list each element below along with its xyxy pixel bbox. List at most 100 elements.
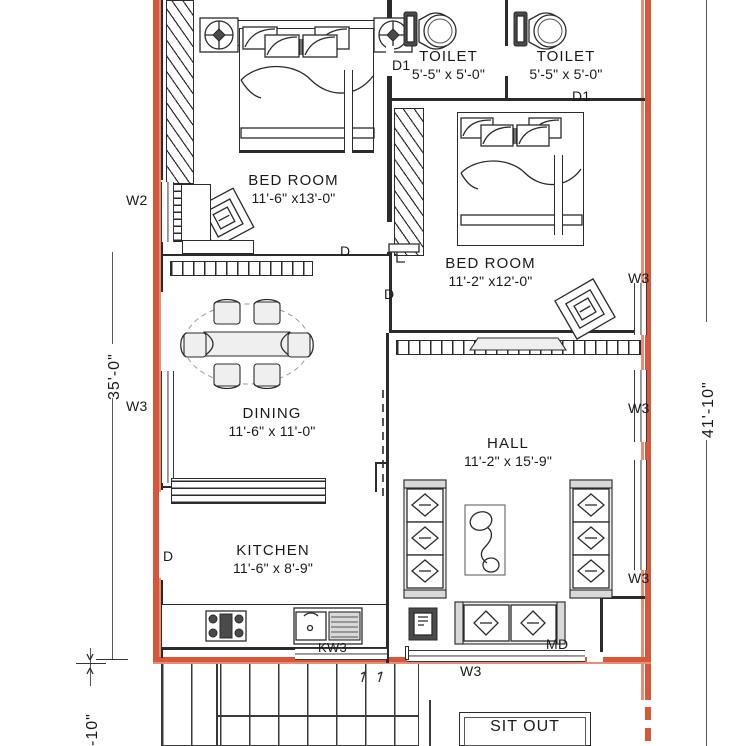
tag-w3-lower-right: W3: [628, 570, 650, 586]
tag-w2-left: W2: [126, 192, 148, 208]
label-toilet2-dimension: 5'-5" x 5'-0": [529, 65, 603, 82]
wall-central-jog: [375, 462, 389, 464]
kitchen-counter-edge: [161, 648, 295, 650]
bed1-side-stripe: [344, 70, 353, 153]
window-w3-bed2-right: [634, 283, 647, 335]
label-toilet2: TOILET 5'-5" x 5'-0": [512, 48, 620, 82]
wall-interior-left: [161, 0, 163, 180]
stairs-direction-arrows: [360, 671, 383, 683]
toilet2-door-opening: [503, 46, 511, 76]
label-hall-name: HALL: [487, 435, 529, 452]
dim-left-line: [112, 252, 113, 344]
tag-kw3-kitchen: KW3: [318, 640, 348, 655]
tag-w3-bottom: W3: [460, 663, 482, 679]
label-bedroom2: BED ROOM 11'-2" x12'-0": [398, 255, 583, 289]
kitchen-sink: [293, 607, 363, 645]
wall-toilet2-bottom: [508, 98, 645, 101]
wall-bottom-md-jogv: [600, 596, 603, 658]
tag-d-bed1: D: [340, 243, 351, 259]
dim-bottomleft-line: [90, 648, 91, 686]
hall-tv-unit: [408, 607, 438, 641]
label-hall: HALL 11'-2" x 15'-9": [419, 435, 597, 469]
outer-wall-left: [153, 0, 159, 662]
tag-d1-toilet1: D1: [392, 57, 411, 73]
door-d-kitchen-opening: [159, 492, 166, 578]
tag-d-bed2: D: [384, 286, 395, 302]
bed2-side-stripe: [554, 155, 563, 235]
label-hall-dimension: 11'-2" x 15'-9": [463, 452, 553, 469]
label-dining-dimension: 11'-6" x 11'-0": [228, 422, 316, 439]
wall-bed2-left-lower: [389, 260, 392, 332]
outer-wall-right-dashed: [645, 665, 651, 746]
label-bedroom1: BED ROOM 11'-6" x13'-0": [196, 172, 391, 206]
label-toilet1-dimension: 5'-5" x 5'-0": [411, 65, 486, 82]
outer-wall-bottom: [153, 657, 651, 662]
tag-w3-bed2-right: W3: [628, 270, 650, 286]
window-w3-dining-left: [161, 371, 174, 483]
dim-left-label: 35'-0": [106, 353, 123, 400]
tag-md-main-door: MD: [546, 636, 569, 652]
dim-right-label: 41'-10": [700, 381, 717, 438]
stairs-block: [161, 664, 419, 746]
hatched-partition-bed2: [394, 108, 424, 256]
bed2-blanket: [460, 160, 583, 226]
label-bedroom1-dimension: 11'-6" x13'-0": [251, 189, 336, 206]
label-bedroom2-name: BED ROOM: [445, 255, 536, 272]
bed1-left-shelf: [182, 240, 254, 254]
window-w2-left: [161, 182, 174, 242]
hall-top-console: [468, 337, 568, 351]
dining-table-set: [180, 298, 314, 390]
outer-wall-right: [645, 0, 651, 700]
bed2-corner-chair: [554, 278, 616, 340]
wall-interior-left-b: [161, 232, 163, 292]
wall-bed1-bottom: [161, 254, 389, 256]
wall-central-jog2: [375, 462, 377, 492]
hall-bottom-sill: [405, 646, 409, 660]
label-dining-name: DINING: [242, 405, 302, 422]
label-sitout: SIT OUT: [464, 718, 586, 736]
hall-sofa-left: [403, 479, 447, 599]
bed1-nightstand-left: [199, 17, 239, 53]
tag-d1-toilet2: D1: [572, 88, 591, 104]
wall-central-vertical: [386, 333, 389, 663]
dim-bottomleft-arrows: [86, 653, 94, 675]
dining-top-slat-screen: [170, 261, 313, 276]
dim-right-line-b: [706, 440, 707, 746]
dim-bottomleft-label: -10": [84, 713, 101, 746]
tag-w3-hall-right: W3: [628, 400, 650, 416]
stairs-landing-line: [216, 715, 419, 717]
label-bedroom2-dimension: 11'-2" x12'-0": [448, 272, 533, 289]
door-d-bed1-opening: [387, 222, 393, 252]
sitout-area-inner: [464, 717, 586, 746]
label-toilet1-name: TOILET: [419, 48, 478, 65]
label-dining: DINING 11'-6" x 11'-0": [182, 405, 362, 439]
window-kw3-kitchen: [295, 648, 387, 660]
wall-bed2-bottom: [389, 330, 645, 333]
dim-bottomleft-tick: [76, 663, 106, 665]
hall-sofa-bottom: [454, 601, 566, 645]
tag-w3-dining-left: W3: [126, 398, 148, 414]
hall-center-table: [464, 504, 506, 576]
label-kitchen-dimension: 11'-6" x 8'-9": [232, 559, 314, 576]
hatched-partition-bed1: [166, 0, 194, 184]
tag-d-kitchen: D: [163, 548, 174, 564]
door-d-bed2-swing: [388, 243, 420, 263]
label-sitout-name: SIT OUT: [490, 718, 560, 735]
toilet2-wc: [513, 11, 567, 50]
label-toilet2-name: TOILET: [536, 48, 596, 65]
window-w3-lower-right: [634, 460, 647, 570]
dim-right-line: [706, 0, 707, 322]
hall-sofa-right: [569, 479, 613, 599]
label-toilet1: TOILET 5'-5" x 5'-0": [396, 48, 501, 82]
kitchen-hob: [205, 610, 247, 642]
wall-bottom-md-jog: [600, 596, 645, 599]
md-door-opening: [587, 652, 603, 662]
toilet1-wc: [403, 11, 457, 50]
outer-wall-left-inner: [159, 0, 161, 662]
bed1-pillows: [242, 26, 350, 58]
label-bedroom1-name: BED ROOM: [248, 172, 339, 189]
outer-wall-right-inner: [641, 0, 644, 700]
sitout-left-wall: [429, 700, 431, 746]
window-w3-bottom-hall: [407, 650, 585, 662]
